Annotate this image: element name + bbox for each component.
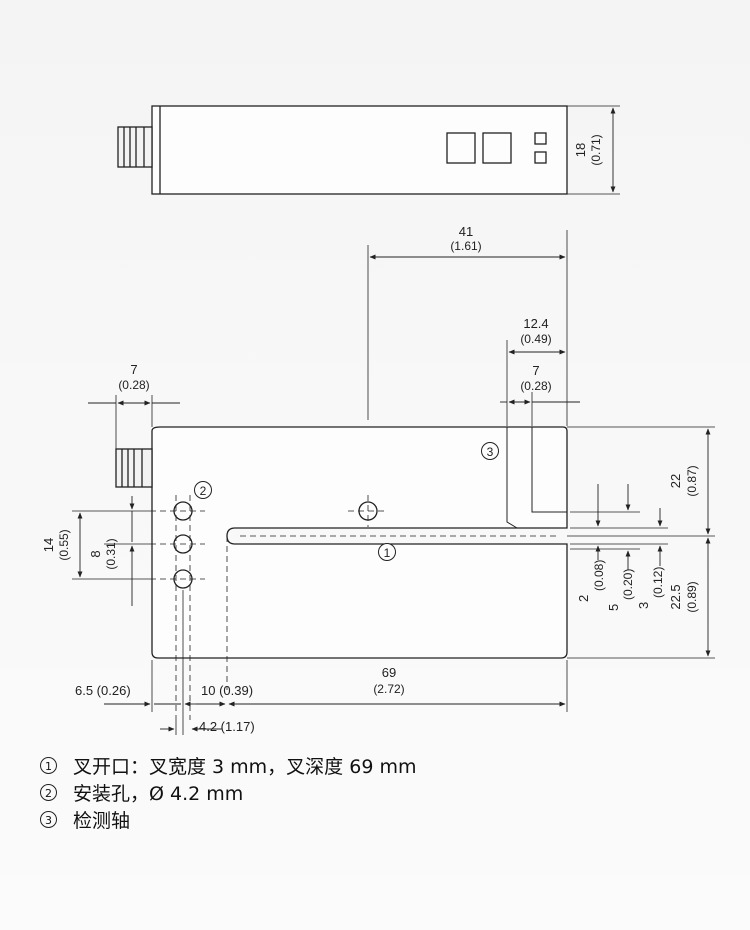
callout-mounting-hole: 2	[194, 481, 212, 499]
legend: 1 叉开口：叉宽度 3 mm，叉深度 69 mm 2 安装孔，Ø 4.2 mm …	[40, 752, 416, 833]
dim-7-right-in: (0.28)	[520, 379, 551, 393]
dim-10: 10 (0.39)	[201, 683, 253, 698]
dim-14: 14	[41, 538, 56, 552]
indicator-small-2	[534, 151, 547, 164]
dim-14-in: (0.55)	[57, 529, 71, 560]
dim-22-5-in: (0.89)	[685, 581, 699, 612]
legend-text: 检测轴	[73, 810, 131, 832]
legend-item-1: 1 叉开口：叉宽度 3 mm，叉深度 69 mm	[40, 752, 416, 779]
top-view-body	[151, 105, 568, 195]
dim-3-in: (0.12)	[651, 567, 665, 598]
dim-12-4-in: (0.49)	[520, 332, 551, 346]
side-view	[115, 426, 568, 659]
legend-num: 1	[40, 757, 57, 774]
top-view-connector	[117, 126, 153, 168]
legend-num: 2	[40, 784, 57, 801]
top-view	[117, 105, 620, 195]
indicator-led-2	[482, 132, 512, 164]
legend-item-2: 2 安装孔，Ø 4.2 mm	[40, 779, 416, 806]
dim-8-in: (0.31)	[104, 538, 118, 569]
dim-69-in: (2.72)	[373, 682, 404, 696]
dim-8: 8	[88, 550, 103, 557]
callout-fork-opening: 1	[378, 543, 396, 561]
dim-top-height: 18	[573, 143, 588, 157]
dim-69: 69	[382, 665, 396, 680]
dim-5-in: (0.20)	[621, 569, 635, 600]
legend-num: 3	[40, 811, 57, 828]
dim-22-5: 22.5	[668, 584, 683, 609]
svg-text:3: 3	[487, 445, 494, 459]
callout-detection-axis: 3	[481, 442, 499, 460]
dim-2-in: (0.08)	[592, 560, 606, 591]
fork-body	[151, 426, 568, 659]
dim-41-in: (1.61)	[450, 239, 481, 253]
dim-12-4: 12.4	[523, 316, 548, 331]
legend-text: 安装孔，Ø 4.2 mm	[73, 783, 244, 805]
dim-41: 41	[459, 224, 473, 239]
dim-2: 2	[576, 595, 591, 602]
dim-7-left-in: (0.28)	[118, 378, 149, 392]
dim-7-right: 7	[532, 363, 539, 378]
dim-22-in: (0.87)	[685, 465, 699, 496]
indicator-led-1	[446, 132, 476, 164]
dim-7-left: 7	[130, 362, 137, 377]
svg-text:1: 1	[384, 546, 391, 560]
indicator-small-1	[534, 132, 547, 145]
dim-4-2: 4.2 (1.17)	[199, 719, 255, 734]
dim-5: 5	[606, 604, 621, 611]
dim-top-height-in: (0.71)	[589, 134, 603, 165]
svg-text:2: 2	[200, 484, 207, 498]
dim-6-5: 6.5 (0.26)	[75, 683, 131, 698]
dim-3: 3	[636, 602, 651, 609]
legend-text: 叉开口：叉宽度 3 mm，叉深度 69 mm	[73, 756, 417, 778]
dim-22: 22	[668, 474, 683, 488]
legend-item-3: 3 检测轴	[40, 806, 416, 833]
